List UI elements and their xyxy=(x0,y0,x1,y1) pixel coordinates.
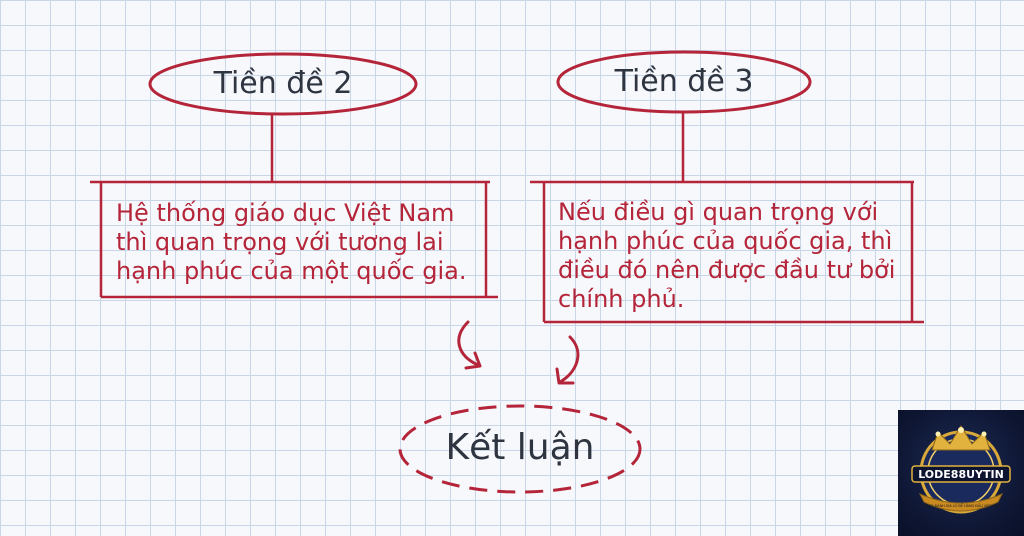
arrow-right-icon xyxy=(555,335,580,385)
premise2-body: Hệ thống giáo dục Việt Nam thì quan trọn… xyxy=(116,199,482,286)
premise3-title: Tiền đề 3 xyxy=(614,64,754,99)
premise3-line: chính phủ. xyxy=(558,285,685,313)
arrow-left-icon xyxy=(457,320,482,370)
premise2-line: thì quan trọng với tương lai xyxy=(116,228,444,256)
premise3-body: Nếu điều gì quan trọng với hạnh phúc của… xyxy=(558,198,908,314)
premise3-line: điều đó nên được đầu tư bởi xyxy=(558,256,896,284)
premise2-line: Hệ thống giáo dục Việt Nam xyxy=(116,199,455,227)
logo-emblem-icon: LODE88UYTIN TRANG ĐÁNH GIÁ LÔ ĐỀ HÀNG ĐẦ… xyxy=(911,425,1011,514)
premise2-line: hạnh phúc của một quốc gia. xyxy=(116,257,467,285)
premise2-oval xyxy=(148,52,418,116)
premise3-line: hạnh phúc của quốc gia, thì xyxy=(558,227,893,255)
brand-logo: LODE88UYTIN TRANG ĐÁNH GIÁ LÔ ĐỀ HÀNG ĐẦ… xyxy=(898,410,1024,536)
conclusion-title: Kết luận xyxy=(445,427,595,468)
premise2-title: Tiền đề 2 xyxy=(213,66,353,101)
logo-brand-text: LODE88UYTIN xyxy=(918,468,1004,481)
conclusion-oval xyxy=(398,404,642,494)
premise3-line: Nếu điều gì quan trọng với xyxy=(558,198,879,226)
logo-tagline-text: TRANG ĐÁNH GIÁ LÔ ĐỀ HÀNG ĐẦU VIỆT NAM xyxy=(921,503,1000,508)
